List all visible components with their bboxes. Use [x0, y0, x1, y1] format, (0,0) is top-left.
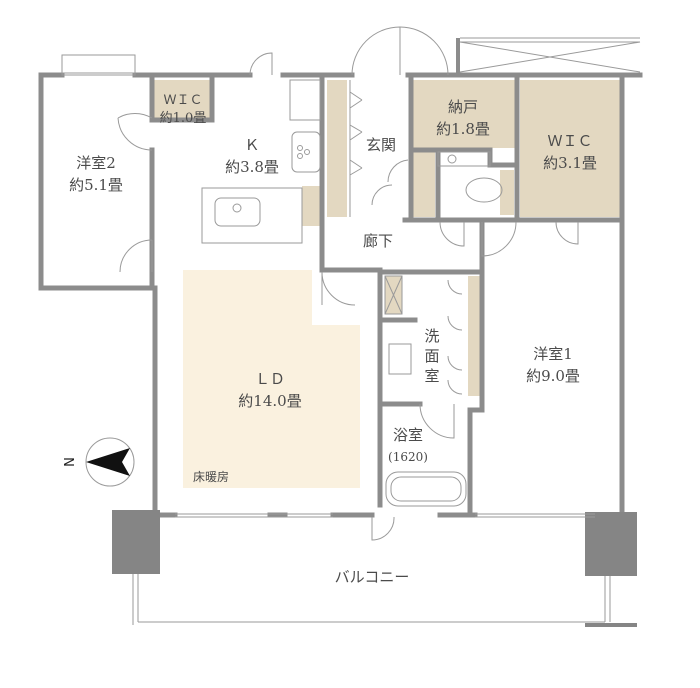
- room-name: ＷＩＣ: [163, 93, 203, 108]
- room-label-ld: ＬＤ 約14.0畳: [238, 368, 301, 412]
- room-size: (1620): [388, 450, 428, 464]
- kitchen-storage-fill: [302, 186, 320, 226]
- room-area: 約5.1畳: [69, 176, 123, 194]
- washroom-storage-fill: [468, 276, 482, 396]
- room-name: 浴室: [392, 426, 423, 444]
- room-label-yoshitsu1: 洋室1 約9.0畳: [526, 343, 580, 387]
- room-name: ＬＤ: [254, 370, 285, 388]
- nando-fill: [413, 80, 515, 148]
- room-label-kitchen: Ｋ 約3.8畳: [225, 134, 279, 178]
- room-label-yoshitsu2: 洋室2 約5.1畳: [69, 152, 123, 196]
- wic-small-fill: [153, 80, 213, 120]
- room-label-wic-small: ＷＩＣ 約1.0畳: [160, 92, 207, 128]
- compass-icon: N: [60, 437, 135, 487]
- room-label-rouka: 廊下: [363, 230, 393, 252]
- fixtures: [61, 26, 641, 627]
- room-area: 約1.0畳: [159, 111, 207, 126]
- compass-north-label: N: [60, 457, 75, 467]
- ld-fill: [183, 270, 360, 488]
- column-right: [585, 512, 637, 576]
- room-area: 約1.8畳: [436, 120, 490, 138]
- room-name: Ｋ: [244, 136, 260, 154]
- room-label-wic-large: ＷＩＣ 約3.1畳: [543, 130, 597, 174]
- room-area: 約9.0畳: [526, 367, 580, 385]
- column-left: [112, 510, 160, 574]
- room-label-genkan: 玄関: [366, 134, 396, 156]
- walls: [38, 72, 643, 518]
- toilet-side-fill: [500, 170, 514, 215]
- floor-heating-note: 床暖房: [192, 470, 230, 484]
- room-name: 廊下: [362, 232, 394, 250]
- genkan-shoe-storage-fill: [327, 80, 347, 217]
- room-label-senmenshitsu: 洗 面 室: [424, 327, 440, 385]
- storage-strip-fill: [413, 152, 435, 217]
- room-name: 洋室2: [76, 154, 116, 172]
- room-area: 約3.1畳: [543, 154, 597, 172]
- room-name: バルコニー: [334, 568, 410, 586]
- room-name: ＷＩＣ: [547, 132, 593, 150]
- room-label-balcony: バルコニー: [335, 566, 410, 588]
- room-name: 玄関: [365, 136, 397, 154]
- room-label-nando: 納戸 約1.8畳: [436, 96, 490, 140]
- room-area: 約14.0畳: [238, 392, 302, 410]
- room-name: 納戸: [447, 98, 479, 116]
- room-label-yokushitsu: 浴室 (1620): [388, 424, 428, 468]
- room-name: 洋室1: [533, 345, 573, 363]
- room-area: 約3.8畳: [225, 158, 279, 176]
- room-fills: [153, 80, 622, 488]
- wic-large-fill: [520, 80, 622, 217]
